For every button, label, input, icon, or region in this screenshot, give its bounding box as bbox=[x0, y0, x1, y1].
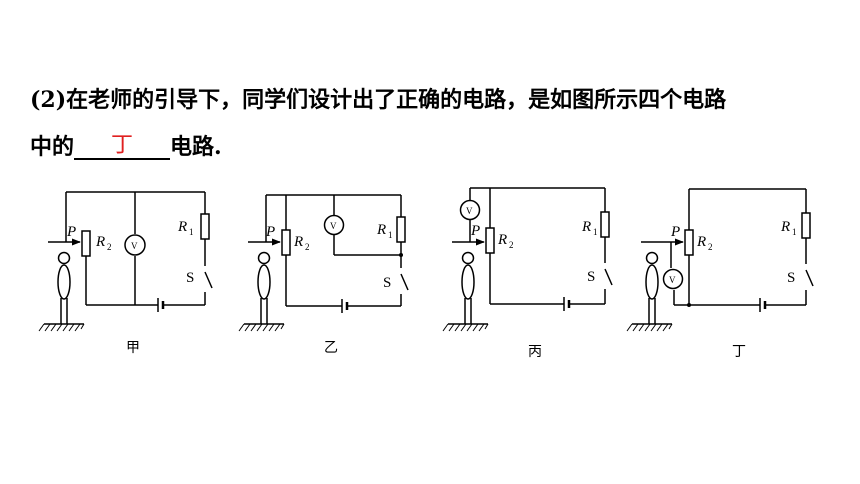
label-r1-sub: 1 bbox=[593, 227, 598, 237]
question-line-2: 中的 丁 电路. bbox=[30, 133, 222, 162]
question-prefix: 中的 bbox=[30, 134, 75, 160]
junction-dot bbox=[399, 253, 403, 257]
question-suffix: 电路. bbox=[170, 134, 222, 160]
label-r2: R bbox=[95, 234, 105, 250]
circuit-yi-labels: P R 2 V R 1 S bbox=[265, 221, 393, 291]
circuit-yi bbox=[238, 194, 409, 332]
label-r2-sub: 2 bbox=[107, 242, 112, 252]
label-switch: S bbox=[787, 270, 795, 286]
label-r2-sub: 2 bbox=[305, 242, 310, 252]
label-r1: R bbox=[581, 219, 591, 235]
label-slider-p: P bbox=[470, 223, 480, 239]
label-r1: R bbox=[376, 222, 386, 238]
answer-text: 丁 bbox=[111, 133, 134, 158]
caption-bing: 丙 bbox=[528, 344, 542, 360]
voltmeter-v: V bbox=[669, 275, 676, 285]
label-r1-sub: 1 bbox=[189, 227, 194, 237]
label-r2: R bbox=[497, 232, 507, 248]
label-r2: R bbox=[696, 234, 706, 250]
label-r1: R bbox=[780, 219, 790, 235]
circuit-ding bbox=[626, 188, 814, 332]
label-r1-sub: 1 bbox=[792, 227, 797, 237]
label-r1: R bbox=[177, 219, 187, 235]
voltmeter-v: V bbox=[466, 206, 473, 216]
circuit-jia bbox=[38, 191, 213, 332]
label-r2-sub: 2 bbox=[708, 242, 713, 252]
label-r2-sub: 2 bbox=[509, 240, 514, 250]
circuit-bing-labels: V P R 2 R 1 S bbox=[466, 206, 598, 285]
question-line-1: (2)在老师的引导下，同学们设计出了正确的电路，是如图所示四个电路 bbox=[30, 87, 727, 113]
label-switch: S bbox=[186, 270, 194, 286]
label-slider-p: P bbox=[670, 224, 680, 240]
junction-dot bbox=[687, 303, 691, 307]
circuit-jia-labels: P R 2 V R 1 S bbox=[66, 219, 194, 286]
circuit-bing bbox=[442, 187, 613, 332]
label-r1-sub: 1 bbox=[388, 230, 393, 240]
label-switch: S bbox=[587, 269, 595, 285]
voltmeter-v: V bbox=[330, 221, 337, 231]
label-slider-p: P bbox=[265, 224, 275, 240]
answer-blank: 丁 bbox=[74, 133, 171, 160]
caption-yi: 乙 bbox=[324, 340, 338, 356]
label-switch: S bbox=[383, 275, 391, 291]
label-slider-p: P bbox=[66, 224, 76, 240]
caption-ding: 丁 bbox=[732, 344, 746, 360]
label-r2: R bbox=[293, 234, 303, 250]
voltmeter-v: V bbox=[131, 241, 138, 251]
caption-jia: 甲 bbox=[126, 340, 140, 356]
circuit-ding-labels: P R 2 V R 1 S bbox=[669, 219, 797, 286]
